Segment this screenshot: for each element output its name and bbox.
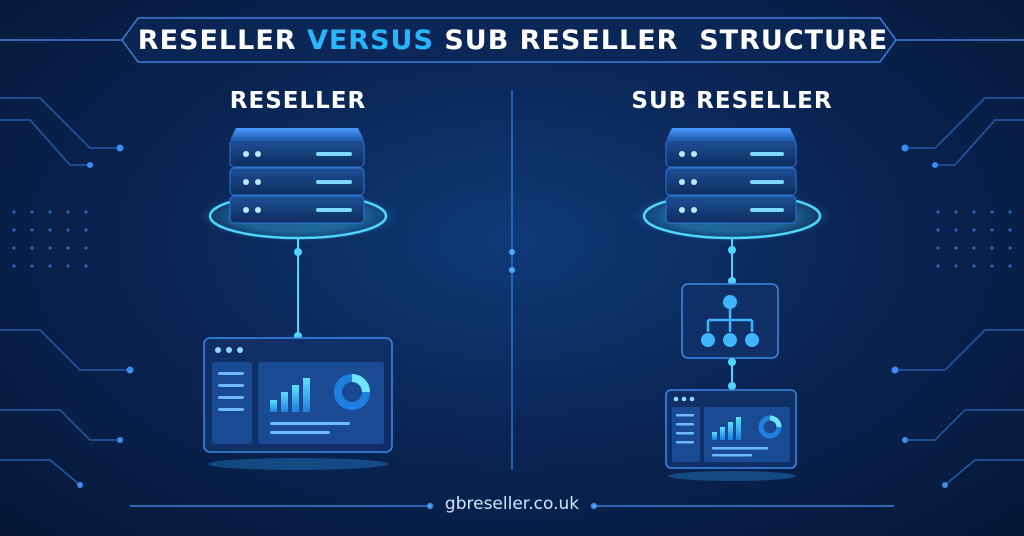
sub-reseller-heading: SUB RESELLER (631, 88, 833, 114)
dashboard-window-icon (665, 389, 797, 469)
website-link[interactable]: gbreseller.co.uk (444, 494, 580, 514)
dot-grid-left (12, 210, 88, 268)
dot-grid-right (936, 210, 1012, 268)
donut-chart-icon (334, 374, 370, 410)
footer-frame (130, 502, 894, 510)
title-part-2: SUB RESELLER STRUCTURE (433, 24, 889, 56)
title-frame (0, 17, 1024, 63)
left-circuit-dots (77, 144, 134, 488)
dashboard-window-icon (203, 337, 393, 453)
right-circuit-dots (891, 144, 948, 488)
sub-reseller-diagram (632, 128, 832, 481)
bar-chart-icon (712, 417, 741, 440)
server-stack-icon (665, 128, 797, 224)
server-stack-icon (229, 128, 365, 224)
reseller-diagram (198, 128, 398, 470)
left-circuit (0, 97, 130, 486)
center-divider (509, 90, 515, 470)
bar-chart-icon (270, 378, 310, 412)
page-title: RESELLER VERSUS SUB RESELLER STRUCTURE (138, 14, 888, 66)
right-circuit (895, 97, 1024, 486)
hierarchy-icon (681, 283, 779, 359)
reseller-heading: RESELLER (229, 88, 367, 114)
title-highlight: VERSUS (306, 24, 434, 56)
title-part-1: RESELLER (137, 24, 307, 56)
donut-chart-icon (758, 415, 782, 439)
